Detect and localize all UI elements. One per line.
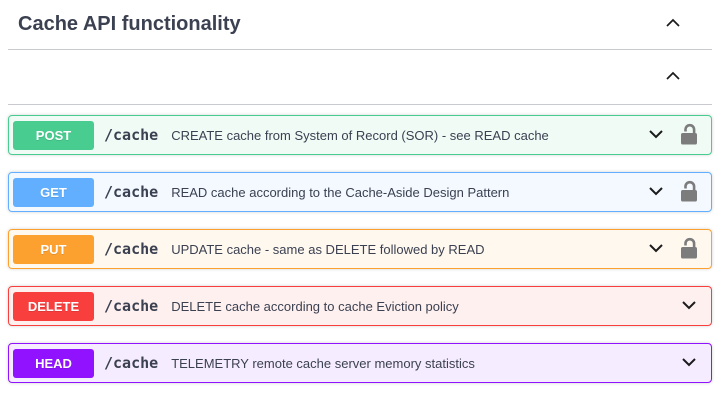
http-method-badge: HEAD (13, 348, 94, 378)
expand-operation-button[interactable] (646, 182, 666, 202)
collapse-subsection-button[interactable] (663, 67, 683, 87)
unlock-icon (679, 236, 699, 263)
endpoint-path: /cache (104, 297, 159, 315)
authorize-button[interactable] (679, 180, 699, 204)
opblock-head-cache[interactable]: HEAD /cache TELEMETRY remote cache serve… (8, 343, 712, 383)
operation-description: DELETE cache according to cache Eviction… (171, 298, 459, 314)
tag-section-header[interactable]: Cache API functionality (8, 0, 712, 50)
operation-description: TELEMETRY remote cache server memory sta… (171, 355, 475, 371)
unlock-icon (679, 122, 699, 149)
chevron-down-icon (679, 295, 699, 318)
operation-description: READ cache according to the Cache-Aside … (171, 184, 510, 200)
swagger-api-page: Cache API functionality POST /cache CREA… (8, 0, 712, 383)
http-method-badge: GET (13, 177, 94, 207)
authorize-button[interactable] (679, 237, 699, 261)
expand-operation-button[interactable] (646, 239, 666, 259)
endpoint-path: /cache (104, 126, 159, 144)
opblock-put-cache[interactable]: PUT /cache UPDATE cache - same as DELETE… (8, 229, 712, 269)
row-controls (646, 237, 699, 261)
expand-operation-button[interactable] (679, 296, 699, 316)
endpoint-path: /cache (104, 240, 159, 258)
opblock-get-cache[interactable]: GET /cache READ cache according to the C… (8, 172, 712, 212)
expand-operation-button[interactable] (679, 353, 699, 373)
http-method-badge: DELETE (13, 291, 94, 321)
authorize-button[interactable] (679, 123, 699, 147)
collapse-section-button[interactable] (663, 15, 683, 35)
row-controls (646, 180, 699, 204)
chevron-down-icon (679, 352, 699, 375)
row-controls (646, 123, 699, 147)
http-method-badge: POST (13, 120, 94, 150)
row-controls (679, 353, 699, 373)
expand-operation-button[interactable] (646, 125, 666, 145)
subsection-header[interactable] (8, 50, 712, 105)
chevron-down-icon (646, 124, 666, 147)
operation-description: UPDATE cache - same as DELETE followed b… (171, 241, 485, 257)
endpoint-path: /cache (104, 354, 159, 372)
chevron-down-icon (646, 238, 666, 261)
opblock-post-cache[interactable]: POST /cache CREATE cache from System of … (8, 115, 712, 155)
unlock-icon (679, 179, 699, 206)
operations-list: POST /cache CREATE cache from System of … (8, 105, 712, 383)
http-method-badge: PUT (13, 234, 94, 264)
page-title: Cache API functionality (18, 13, 241, 35)
chevron-down-icon (646, 181, 666, 204)
opblock-delete-cache[interactable]: DELETE /cache DELETE cache according to … (8, 286, 712, 326)
chevron-up-icon (663, 13, 683, 36)
endpoint-path: /cache (104, 183, 159, 201)
operation-description: CREATE cache from System of Record (SOR)… (171, 127, 549, 143)
row-controls (679, 296, 699, 316)
chevron-up-icon (663, 66, 683, 89)
